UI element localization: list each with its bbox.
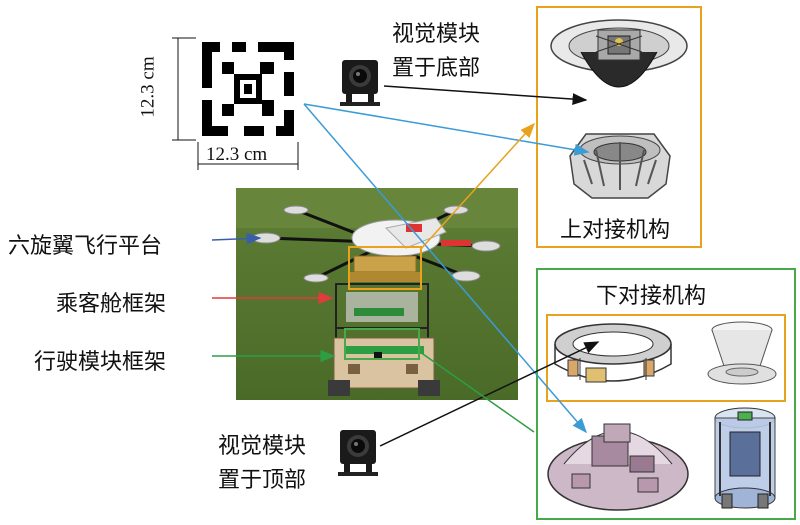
vision-bottom-line2: 置于底部 (392, 56, 481, 81)
lower-docking-part-funnel (704, 318, 780, 398)
upper-docking-model-b (569, 133, 671, 199)
label-passenger-cabin-frame: 乘客舱框架 (56, 292, 167, 317)
upper-docking-label: 上对接机构 (560, 218, 671, 243)
lower-docking-part-ring (550, 318, 676, 398)
photo-lower-dock-highlight (344, 328, 420, 360)
upper-docking-model-a (550, 19, 688, 88)
label-hexacopter-platform: 六旋翼飞行平台 (8, 234, 163, 259)
aruco-marker-graphic (198, 38, 298, 140)
lower-docking-model-funnel (707, 321, 777, 385)
lower-docking-label: 下对接机构 (596, 284, 707, 309)
vehicle-photo-scene (236, 188, 518, 400)
vision-top-line2: 置于顶部 (218, 468, 307, 493)
upper-docking-part-top (546, 12, 692, 112)
lower-docking-model-ring (554, 323, 672, 383)
upper-docking-part-bottom (556, 122, 684, 206)
lower-docking-part-bowl (544, 408, 692, 516)
marker-width-label: 12.3 cm (206, 144, 268, 165)
marker-dimension-lines (172, 37, 299, 170)
photo-upper-dock-highlight (348, 246, 422, 290)
camera-icon (340, 60, 380, 106)
lower-docking-model-bowl (547, 423, 689, 511)
label-driving-module-frame: 行驶模块框架 (34, 350, 167, 375)
camera-icon (338, 430, 378, 476)
vehicle-photo (236, 188, 518, 400)
marker-height-label: 12.3 cm (137, 56, 159, 118)
lower-docking-model-cylinder (714, 407, 776, 509)
vision-top-line1: 视觉模块 (218, 434, 307, 459)
camera-module-top (336, 426, 380, 478)
camera-module-bottom (338, 56, 382, 108)
vision-bottom-line1: 视觉模块 (392, 22, 481, 47)
aruco-marker (198, 38, 298, 140)
lower-docking-part-cylinder (708, 404, 782, 516)
